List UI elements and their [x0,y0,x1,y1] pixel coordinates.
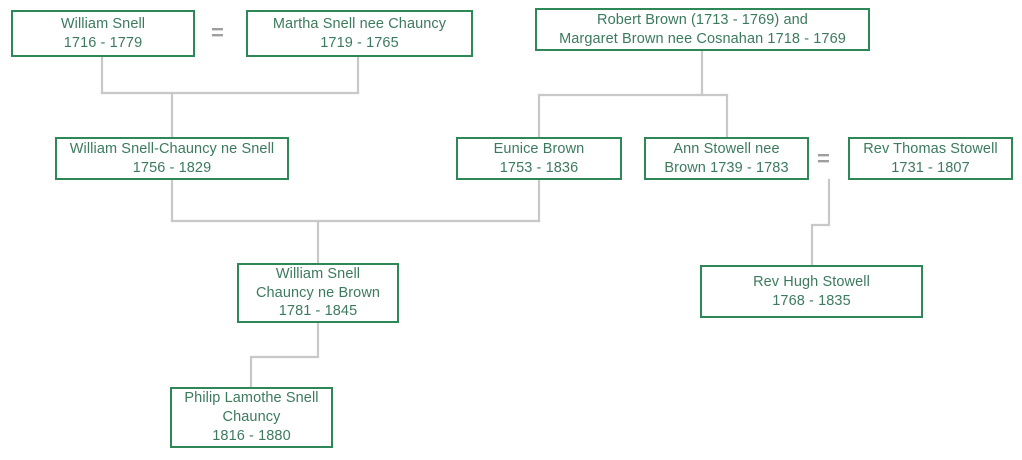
person-node-philip-lamothe-snell-chauncy[interactable]: Philip Lamothe Snell Chauncy 1816 - 1880 [170,387,333,448]
person-node-rev-hugh-stowell[interactable]: Rev Hugh Stowell 1768 - 1835 [700,265,923,318]
person-node-robert-and-margaret-brown[interactable]: Robert Brown (1713 - 1769) and Margaret … [535,8,870,51]
connector-down-to-rev-hugh-stowell [810,178,831,267]
person-name: Martha Snell nee Chauncy [272,15,447,32]
person-name: William Snell [60,15,146,32]
marriage-symbol-snell-chauncy: = [211,20,224,45]
person-dates: 1768 - 1835 [772,292,851,309]
person-dates: 1719 - 1765 [320,34,399,51]
person-node-william-snell[interactable]: William Snell 1716 - 1779 [11,10,195,57]
person-name-line-2: Chauncy ne Brown [255,284,381,301]
person-dates: 1731 - 1807 [891,159,970,176]
person-name-line-1: William Snell [275,265,361,282]
connector-down-to-philip-lamothe-snell-chauncy [249,321,320,389]
person-dates: 1756 - 1829 [132,159,212,176]
person-name-line-2: Margaret Brown nee Cosnahan 1718 - 1769 [559,30,846,47]
person-name: Rev Hugh Stowell [753,273,870,290]
person-dates: 1781 - 1845 [278,303,358,320]
person-dates: Brown 1739 - 1783 [664,159,789,176]
person-node-william-snell-chauncy-ne-brown[interactable]: William Snell Chauncy ne Brown 1781 - 18… [237,263,399,323]
person-name: Eunice Brown [493,140,585,157]
person-name: William Snell-Chauncy ne Snell [69,140,275,157]
person-node-eunice-brown[interactable]: Eunice Brown 1753 - 1836 [456,137,622,180]
person-node-martha-snell-nee-chauncy[interactable]: Martha Snell nee Chauncy 1719 - 1765 [246,10,473,57]
person-node-ann-stowell-nee-brown[interactable]: Ann Stowell nee Brown 1739 - 1783 [644,137,809,180]
marriage-symbol-stowell: = [817,146,830,171]
person-name-line-2: Chauncy [222,409,281,426]
person-name-line-1: Robert Brown (1713 - 1769) and [597,11,808,28]
person-name-line-1: Philip Lamothe Snell [184,390,319,407]
person-dates: 1716 - 1779 [63,34,143,51]
person-node-william-snell-chauncy-ne-snell[interactable]: William Snell-Chauncy ne Snell 1756 - 18… [55,137,289,180]
person-dates: 1816 - 1880 [212,427,291,444]
person-dates: 1753 - 1836 [499,159,579,176]
person-node-rev-thomas-stowell[interactable]: Rev Thomas Stowell 1731 - 1807 [848,137,1013,180]
person-name: Ann Stowell nee [673,140,780,157]
person-name: Rev Thomas Stowell [863,140,998,157]
